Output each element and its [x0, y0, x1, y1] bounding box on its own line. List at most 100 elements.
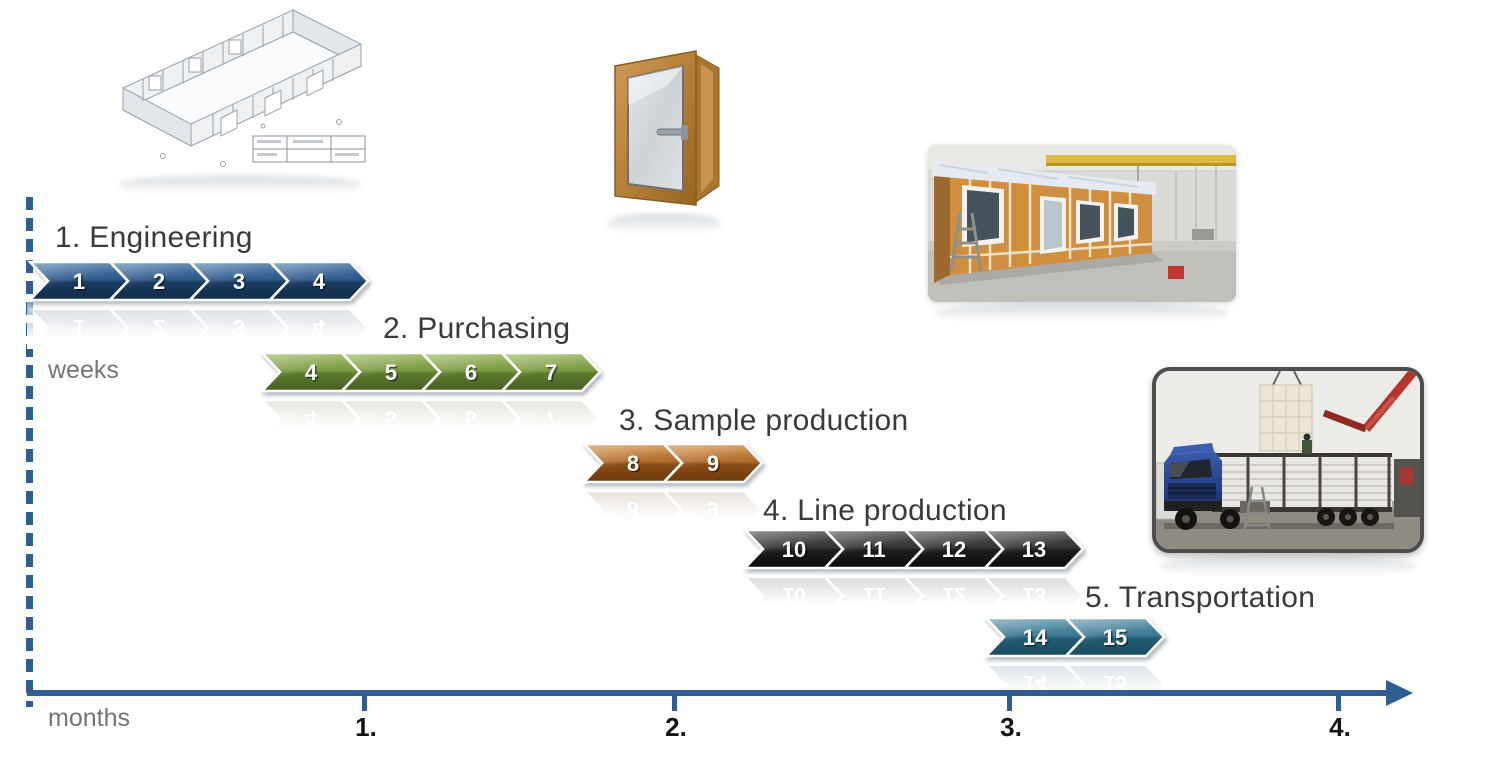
blueprint-wall-left: [122, 87, 192, 147]
month-tick: [362, 690, 367, 711]
crane-hydraulic: [1364, 395, 1396, 431]
window-handle-plate: [681, 125, 688, 140]
week-number-shadow: 12: [943, 539, 967, 564]
week-number: 7: [545, 360, 557, 385]
week-number-shadow: 3: [234, 271, 246, 296]
week-number: 9: [707, 451, 719, 476]
week-arrow-sheen: [905, 530, 1003, 568]
week-arrow-sheen: [584, 444, 682, 482]
week-arrow-sheen: [110, 262, 208, 300]
week-number: 5: [385, 360, 397, 385]
window-svg: [614, 50, 720, 206]
week-number-shadow: 9: [708, 453, 720, 478]
crane-beam: [1046, 155, 1236, 165]
week-number: 13: [1022, 537, 1046, 562]
week-number-shadow: 1: [74, 271, 86, 296]
week-number-shadow: 4: [314, 271, 327, 296]
week-number: 8: [627, 451, 639, 476]
truck-reflection: [1160, 557, 1416, 575]
week-number-shadow: 13: [1023, 539, 1047, 564]
factory-svg: [928, 145, 1236, 302]
week-number: 6: [465, 360, 477, 385]
week-arrow-sheen: [342, 353, 440, 391]
month-label: 3.: [1000, 712, 1022, 742]
week-number: 12: [942, 537, 966, 562]
window-handle: [656, 128, 686, 136]
ladder: [949, 212, 983, 272]
window-reflection: [608, 214, 720, 234]
week-number-shadow: 10: [783, 539, 807, 564]
week-number-shadow: 7: [546, 362, 558, 387]
lift-cable-left: [1271, 371, 1281, 388]
phase-title-sample-production: 3. Sample production: [619, 404, 909, 437]
plastic-sheet: [932, 161, 1156, 195]
week-arrow-sheen: [502, 353, 600, 391]
truck-shadow: [1164, 523, 1394, 529]
week-number-shadow: 14: [1024, 627, 1049, 652]
week-arrow-sheen: [825, 530, 923, 568]
week-arrow-sheen: [1066, 618, 1164, 656]
weeks-axis-label: weeks: [48, 356, 119, 384]
week-arrow-sheen: [262, 353, 360, 391]
week-arrow-sheen: [986, 618, 1084, 656]
panel-transport-truck-photo: [1152, 367, 1424, 553]
reflection-fade: [581, 483, 765, 531]
reflection-fade: [742, 569, 1086, 617]
months-axis-label: months: [48, 704, 130, 732]
week-number: 14: [1023, 625, 1048, 650]
factory-wall-lines: [1175, 163, 1217, 241]
months-axis-line: [27, 690, 1386, 696]
reflection-fade: [983, 657, 1167, 705]
month-label: 4.: [1329, 712, 1351, 742]
lift-cable-right: [1293, 371, 1303, 388]
crane-arm: [1322, 409, 1368, 433]
week-arrow-sheen: [30, 262, 128, 300]
window-glass-glare: [628, 66, 683, 105]
windshield: [1170, 459, 1212, 479]
month-label: 1.: [355, 712, 377, 742]
week-number: 3: [233, 269, 245, 294]
week-number: 15: [1103, 625, 1127, 650]
reflection-fade: [27, 301, 371, 349]
worker-head: [1303, 433, 1311, 441]
wall-floor-shadow: [936, 253, 1164, 285]
week-number: 4: [313, 269, 326, 294]
month-tick: [1007, 690, 1012, 711]
trailer-top-rail: [1212, 453, 1392, 458]
week-number-shadow: 11: [864, 539, 887, 564]
axis-arrowhead-icon: [1386, 680, 1413, 706]
week-arrow-sheen: [190, 262, 288, 300]
building-blueprint-drawing: [103, 6, 381, 178]
week-number: 11: [862, 537, 885, 562]
phase-title-engineering: 1. Engineering: [55, 221, 253, 254]
week-arrow-sheen: [745, 530, 843, 568]
red-bucket: [1168, 266, 1184, 279]
week-arrow-sheen: [422, 353, 520, 391]
worker-body: [1302, 440, 1312, 454]
panel-end-column: [934, 169, 950, 283]
week-number-shadow: 15: [1104, 627, 1128, 652]
blueprint-reflection: [120, 176, 360, 194]
phase-title-line-production: 4. Line production: [763, 494, 1007, 527]
blueprint-title-block: [252, 135, 366, 163]
blueprint-svg: [121, 9, 366, 167]
week-number-shadow: 8: [628, 453, 640, 478]
week-arrow-sheen: [664, 444, 762, 482]
equipment-box: [1192, 229, 1214, 240]
week-arrow-sheen: [270, 262, 368, 300]
phase-title-transportation: 5. Transportation: [1085, 581, 1316, 614]
vertical-dashed-axis: [26, 197, 33, 707]
trailer-bottom-rail: [1212, 507, 1392, 512]
week-number-shadow: 2: [154, 271, 166, 296]
month-tick: [672, 690, 677, 711]
